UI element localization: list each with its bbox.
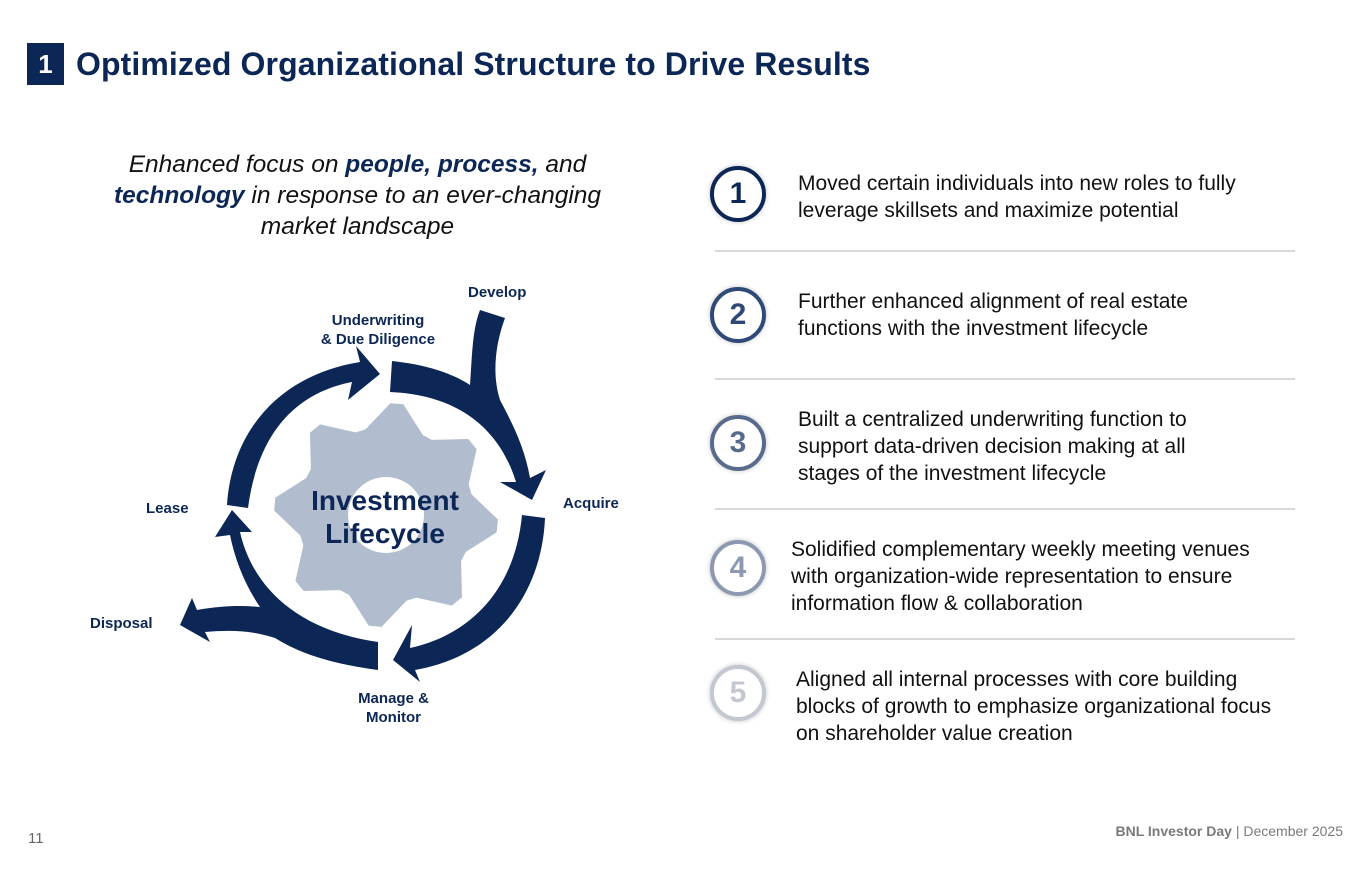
tagline: Enhanced focus on people, process, and t… — [105, 149, 610, 242]
tagline-text: and — [538, 151, 587, 178]
lifecycle-graphic — [180, 310, 546, 682]
item-text: Built a centralized underwriting functio… — [798, 408, 1187, 485]
number-circle-icon: 3 — [710, 415, 766, 471]
slide-header: 1 Optimized Organizational Structure to … — [27, 43, 871, 85]
tagline-text: in response to an ever-changing market l… — [244, 182, 602, 240]
page-number: 11 — [28, 830, 44, 847]
stage-label-line: Manage & — [358, 690, 429, 707]
arrow-lease-to-underwriting — [227, 346, 380, 508]
number-circle-icon: 1 — [710, 166, 766, 222]
footer-brand: BNL Investor Day — [1115, 823, 1232, 839]
stage-label-acquire: Acquire — [563, 495, 619, 512]
divider — [715, 508, 1295, 510]
stage-label-underwriting: Underwriting & Due Diligence — [315, 311, 441, 349]
stage-label-line: & Due Diligence — [320, 331, 436, 348]
number-circle-icon: 2 — [710, 287, 766, 343]
stage-label-line: Monitor — [366, 709, 421, 726]
stage-label-lease: Lease — [146, 500, 189, 517]
tagline-emphasis: people, process, — [345, 151, 539, 178]
section-number-badge: 1 — [27, 43, 64, 85]
stage-label-disposal: Disposal — [90, 615, 153, 632]
stage-label-manage-monitor: Manage & Monitor — [346, 689, 441, 727]
arrow-acquire-to-manage — [393, 515, 545, 682]
divider — [715, 250, 1295, 252]
gear-icon — [274, 403, 498, 627]
number-circle-icon: 5 — [710, 665, 766, 721]
tagline-text: Enhanced focus on — [128, 151, 346, 178]
number-circle-icon: 4 — [710, 540, 766, 596]
stage-label-line: Underwriting — [331, 312, 425, 329]
divider — [715, 638, 1295, 640]
center-label: Investment Lifecycle — [310, 484, 460, 550]
item-text: Solidified complementary weekly meeting … — [791, 538, 1250, 615]
item-text: Further enhanced alignment of real estat… — [798, 290, 1188, 340]
arrow-manage-to-lease — [180, 510, 378, 670]
item-text: Aligned all internal processes with core… — [796, 668, 1272, 745]
slide-title: Optimized Organizational Structure to Dr… — [76, 45, 871, 82]
footer: BNL Investor Day | December 2025 — [1116, 823, 1344, 839]
center-label-line: Investment — [311, 485, 459, 516]
stage-label-develop: Develop — [468, 284, 527, 301]
investment-lifecycle-diagram: Develop Underwriting & Due Diligence Acq… — [80, 270, 640, 740]
divider — [715, 378, 1295, 380]
tagline-emphasis: technology — [113, 182, 245, 209]
footer-date: December 2025 — [1243, 823, 1343, 839]
arrow-underwriting-to-acquire — [390, 310, 546, 500]
item-text: Moved certain individuals into new roles… — [798, 172, 1236, 222]
center-label-line: Lifecycle — [325, 518, 445, 549]
footer-separator: | — [1231, 823, 1244, 839]
